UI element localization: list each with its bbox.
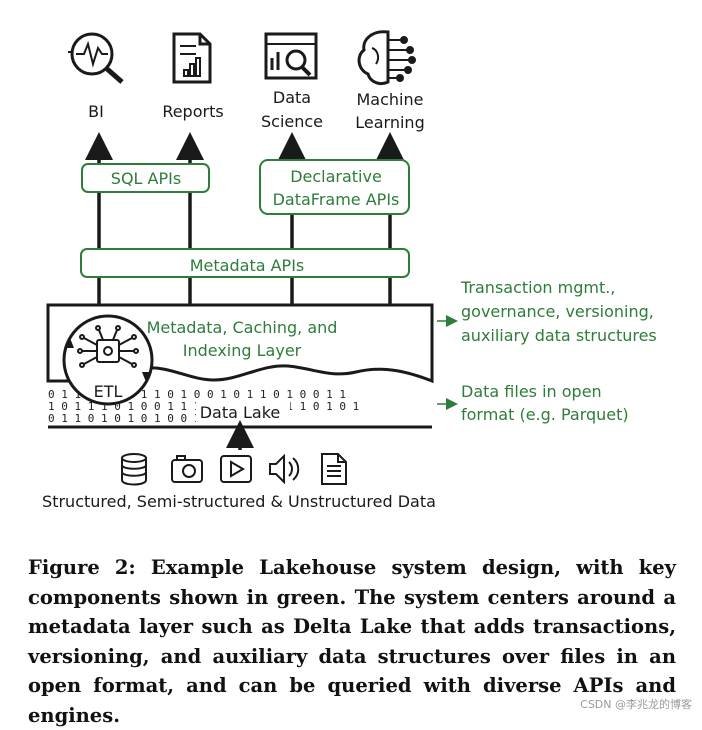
lakehouse-diagram: BI Reports Data Science Machine Learning… (42, 30, 657, 511)
layer-label-1: Metadata, Caching, and (147, 318, 338, 337)
watermark: CSDN @李兆龙的博客 (580, 698, 692, 711)
magnifier-chart-icon (68, 32, 124, 84)
sql-apis-label: SQL APIs (111, 169, 181, 188)
document-icon (321, 453, 347, 485)
sql-apis-box: SQL APIs (81, 163, 210, 193)
brain-circuit-icon (357, 30, 416, 86)
report-document-icon (172, 32, 212, 84)
database-icon (121, 453, 147, 486)
bi-label: BI (88, 102, 104, 121)
data-science-label-1: Data (273, 88, 311, 107)
data-science-label-2: Science (261, 112, 323, 131)
circuit-chip-icon (77, 325, 139, 368)
reports-label: Reports (162, 102, 223, 121)
speaker-icon (269, 453, 300, 485)
video-play-icon (220, 455, 252, 483)
transaction-note-2: governance, versioning, (461, 302, 654, 321)
layer-label-2: Indexing Layer (183, 341, 302, 360)
machine-learning-label-1: Machine (357, 90, 424, 109)
metadata-apis-box: Metadata APIs (80, 248, 410, 278)
dashboard-search-icon (264, 32, 318, 80)
data-files-note-1: Data files in open (461, 382, 602, 401)
etl-label: ETL (94, 382, 123, 401)
declarative-label-1: Declarative (290, 167, 382, 186)
machine-learning-label-2: Learning (355, 113, 424, 132)
declarative-label-2: DataFrame APIs (273, 190, 400, 209)
transaction-note-3: auxiliary data structures (461, 326, 657, 345)
data-files-note-2: format (e.g. Parquet) (461, 405, 629, 424)
figure-caption: Figure 2: Example Lakehouse system desig… (28, 556, 676, 727)
sources-label: Structured, Semi-structured & Unstructur… (42, 492, 436, 511)
transaction-note-1: Transaction mgmt., (460, 278, 615, 297)
metadata-apis-label: Metadata APIs (190, 256, 305, 275)
camera-icon (171, 455, 203, 483)
data-lake-label: Data Lake (200, 403, 281, 422)
declarative-dataframe-apis-box: Declarative DataFrame APIs (259, 159, 410, 215)
